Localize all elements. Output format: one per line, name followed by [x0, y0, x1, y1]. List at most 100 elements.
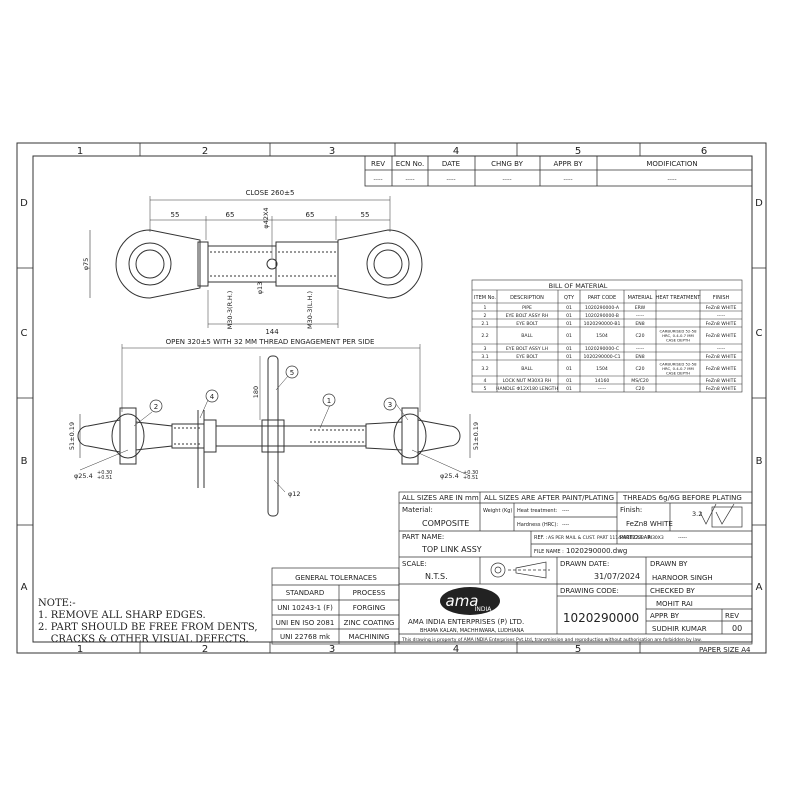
row-label-c-right: C [756, 328, 763, 339]
bom-cell: PIPE [522, 305, 532, 311]
col-label-1: 1 [77, 146, 83, 157]
bom-cell: 3 [484, 346, 487, 352]
bom-cell: 01 [566, 321, 572, 327]
note-line-2: 2. PART SHOULD BE FREE FROM DENTS, [38, 622, 258, 633]
note-sizes-mm: ALL SIZES ARE IN mm [402, 494, 479, 502]
bom-cell: 01 [566, 313, 572, 319]
scale-value: N.T.S. [425, 572, 448, 581]
rev-header-appr-by: APPR BY [553, 160, 583, 168]
bom-header: MATERIAL [628, 295, 653, 301]
rev-header-modification: MODIFICATION [646, 160, 697, 168]
scale-label: SCALE: [402, 560, 427, 568]
dim-ball-width-right: 51±0.19 [472, 422, 480, 450]
dim-m30-rh: M30-3(R.H.) [226, 291, 234, 330]
tolerance-process: ZINC COATING [344, 619, 395, 627]
row-label-d-right: D [755, 198, 763, 209]
general-notes: NOTE:- 1. REMOVE ALL SHARP EDGES. 2. PAR… [38, 598, 258, 646]
col-label-2-bottom: 2 [202, 644, 208, 655]
bom-cell: BALL [521, 366, 533, 372]
bom-cell: LOCK NUT M30X3 RH [503, 378, 552, 384]
rev-header-ecn: ECN No. [396, 160, 424, 168]
balloon-5: 5 [290, 369, 294, 377]
bom-cell: C20 [635, 366, 644, 372]
note-line-1: 1. REMOVE ALL SHARP EDGES. [38, 610, 206, 621]
bom-cell: 1504 [596, 333, 608, 339]
drawn-date: 31/07/2024 [594, 572, 640, 581]
bom-cell: 01 [566, 354, 572, 360]
appr-by-label: APPR BY [650, 612, 680, 620]
bom-cell: EN8 [635, 354, 644, 360]
bom-cell: FeZn8 WHITE [706, 305, 737, 311]
weight-label: Weight (Kg) [483, 508, 512, 514]
bom-cell: EYE BOLT ASSY RH [506, 313, 549, 319]
col-label-4: 4 [453, 146, 459, 157]
dim-65-left: 65 [226, 211, 235, 219]
rev-value-appr-by: ----- [563, 177, 572, 183]
tolerance-header-process: PROCESS [353, 589, 386, 597]
heat-treatment-value: ---- [562, 508, 569, 514]
rev-header-chng-by: CHNG BY [491, 160, 523, 168]
row-label-b-right: B [756, 456, 763, 467]
logo-text: ama [446, 592, 479, 610]
note-line-3: CRACKS & OTHER VISUAL DEFECTS. [38, 634, 249, 645]
finish-value: FeZn8 WHITE [626, 520, 673, 528]
rev-value-chng-by: ----- [502, 177, 511, 183]
finish-label: Finish: [620, 506, 642, 514]
dim-phi13: φ13 [256, 282, 264, 295]
bom-header: QTY [564, 295, 575, 301]
bom-header: PART CODE [588, 295, 616, 301]
rev-value-modification: ----- [667, 177, 676, 183]
col-label-3: 3 [329, 146, 335, 157]
bom-cell: EYE BOLT [516, 354, 538, 360]
particular-label: PARTICULAR: [620, 535, 653, 541]
bom-cell: C20 [635, 386, 644, 392]
row-label-a: A [21, 582, 28, 593]
bom-cell: 01 [566, 305, 572, 311]
note-threads: THREADS 6g/6G BEFORE PLATING [622, 494, 742, 502]
bom-cell: BALL [521, 333, 533, 339]
balloon-1: 1 [327, 397, 331, 405]
bom-cell: 1020290000-B1 [584, 321, 621, 327]
dim-ball-width-left: 51±0.19 [68, 422, 76, 450]
col-label-2: 2 [202, 146, 208, 157]
rev-label: REV [725, 612, 739, 620]
bom-cell: FeZn8 WHITE [706, 366, 737, 372]
particular-value: ----- [678, 535, 687, 541]
row-label-b: B [21, 456, 28, 467]
balloon-2: 2 [154, 403, 158, 411]
title-block [398, 491, 753, 645]
bom-cell: HANDLE Φ12X180 LENGTH [496, 386, 558, 392]
revision-table: REV ECN No. DATE CHNG BY APPR BY MODIFIC… [364, 155, 753, 187]
tolerance-header-standard: STANDARD [286, 589, 325, 597]
bom-cell: 1020290000-B [585, 313, 619, 319]
drawing-code-label: DRAWING CODE: [560, 587, 619, 595]
bom-cell: EYE BOLT [516, 321, 538, 327]
zone-ticks [17, 143, 766, 653]
bom-header: ITEM No. [474, 295, 496, 301]
dim-55-right: 55 [361, 211, 370, 219]
paper-size: PAPER SIZE A4 [699, 646, 751, 654]
checked-by: MOHIT RAI [656, 600, 693, 608]
file-name-label: FILE NAME : [534, 549, 564, 555]
bom-cell: C20 [635, 333, 644, 339]
rev-value-rev: ----- [373, 177, 382, 183]
note-sizes-paint: ALL SIZES ARE AFTER PAINT/PLATING [484, 494, 614, 502]
bom-cell: 2.1 [481, 321, 488, 327]
dim-close: CLOSE 260±5 [246, 189, 295, 197]
dim-65-right: 65 [306, 211, 315, 219]
notes-title: NOTE:- [38, 598, 76, 609]
bom-cell: 1504 [596, 366, 608, 372]
dim-bore-left-tol: +0.30+0.51 [97, 470, 112, 481]
part-name-label: PART NAME: [402, 533, 444, 541]
appr-by: SUDHIR KUMAR [652, 625, 707, 633]
rev-value-date: ----- [446, 177, 455, 183]
ref-value: AS PER MAIL & CUST. PART 1114401022SP - … [548, 535, 664, 541]
dim-phi12: φ12 [288, 490, 301, 498]
col-label-5-bottom: 5 [575, 644, 581, 655]
drawn-date-label: DRAWN DATE: [560, 560, 609, 568]
bom-cell: EYE BOLT ASSY LH [506, 346, 548, 352]
col-label-3-bottom: 3 [329, 644, 335, 655]
